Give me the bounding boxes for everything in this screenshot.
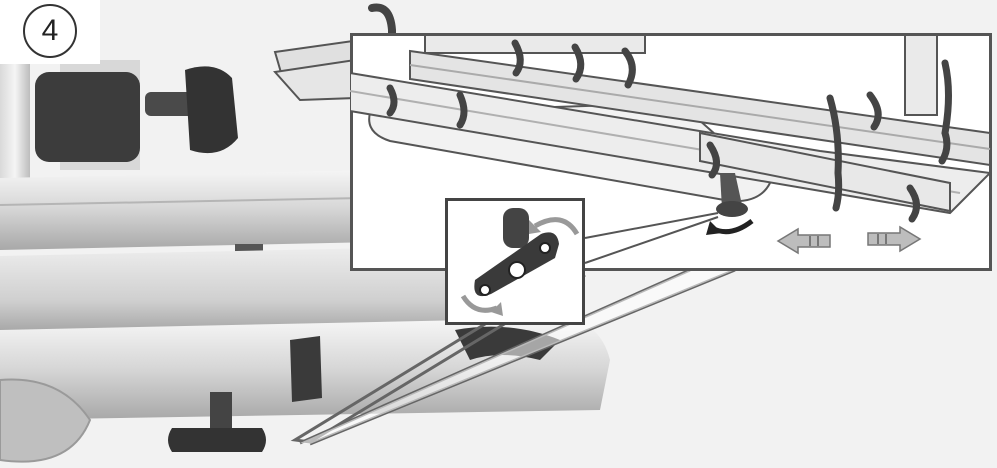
callout-wedge — [300, 270, 735, 444]
knob-detail-inset — [445, 198, 585, 325]
step-badge — [0, 0, 100, 64]
curved-arrow-icon — [533, 217, 580, 236]
lever-hole — [508, 261, 526, 279]
clamp-block — [35, 72, 140, 162]
upper-crossbar — [424, 34, 646, 54]
rail-knob — [716, 201, 748, 217]
detail-leader-line — [584, 212, 719, 239]
strap-group — [386, 39, 952, 223]
knob-post — [503, 208, 529, 248]
lower-carrier-rail — [699, 131, 951, 213]
t-knob-icon — [168, 428, 266, 452]
t-knob-icon — [185, 66, 238, 154]
strap — [368, 3, 396, 64]
rail-end-cap — [290, 336, 322, 402]
rail-bracket — [720, 173, 742, 209]
slide-right-arrow-icon — [867, 225, 922, 253]
step-number-circle — [23, 4, 77, 58]
foot-ring — [0, 378, 92, 463]
knob-shaft — [145, 92, 195, 116]
slide-left-arrow-icon — [776, 227, 831, 255]
step-number: 4 — [41, 14, 59, 47]
knob-shaft — [210, 392, 232, 432]
curved-arrow-icon — [460, 294, 498, 313]
frame-post — [0, 60, 30, 180]
frame-post — [904, 34, 938, 116]
